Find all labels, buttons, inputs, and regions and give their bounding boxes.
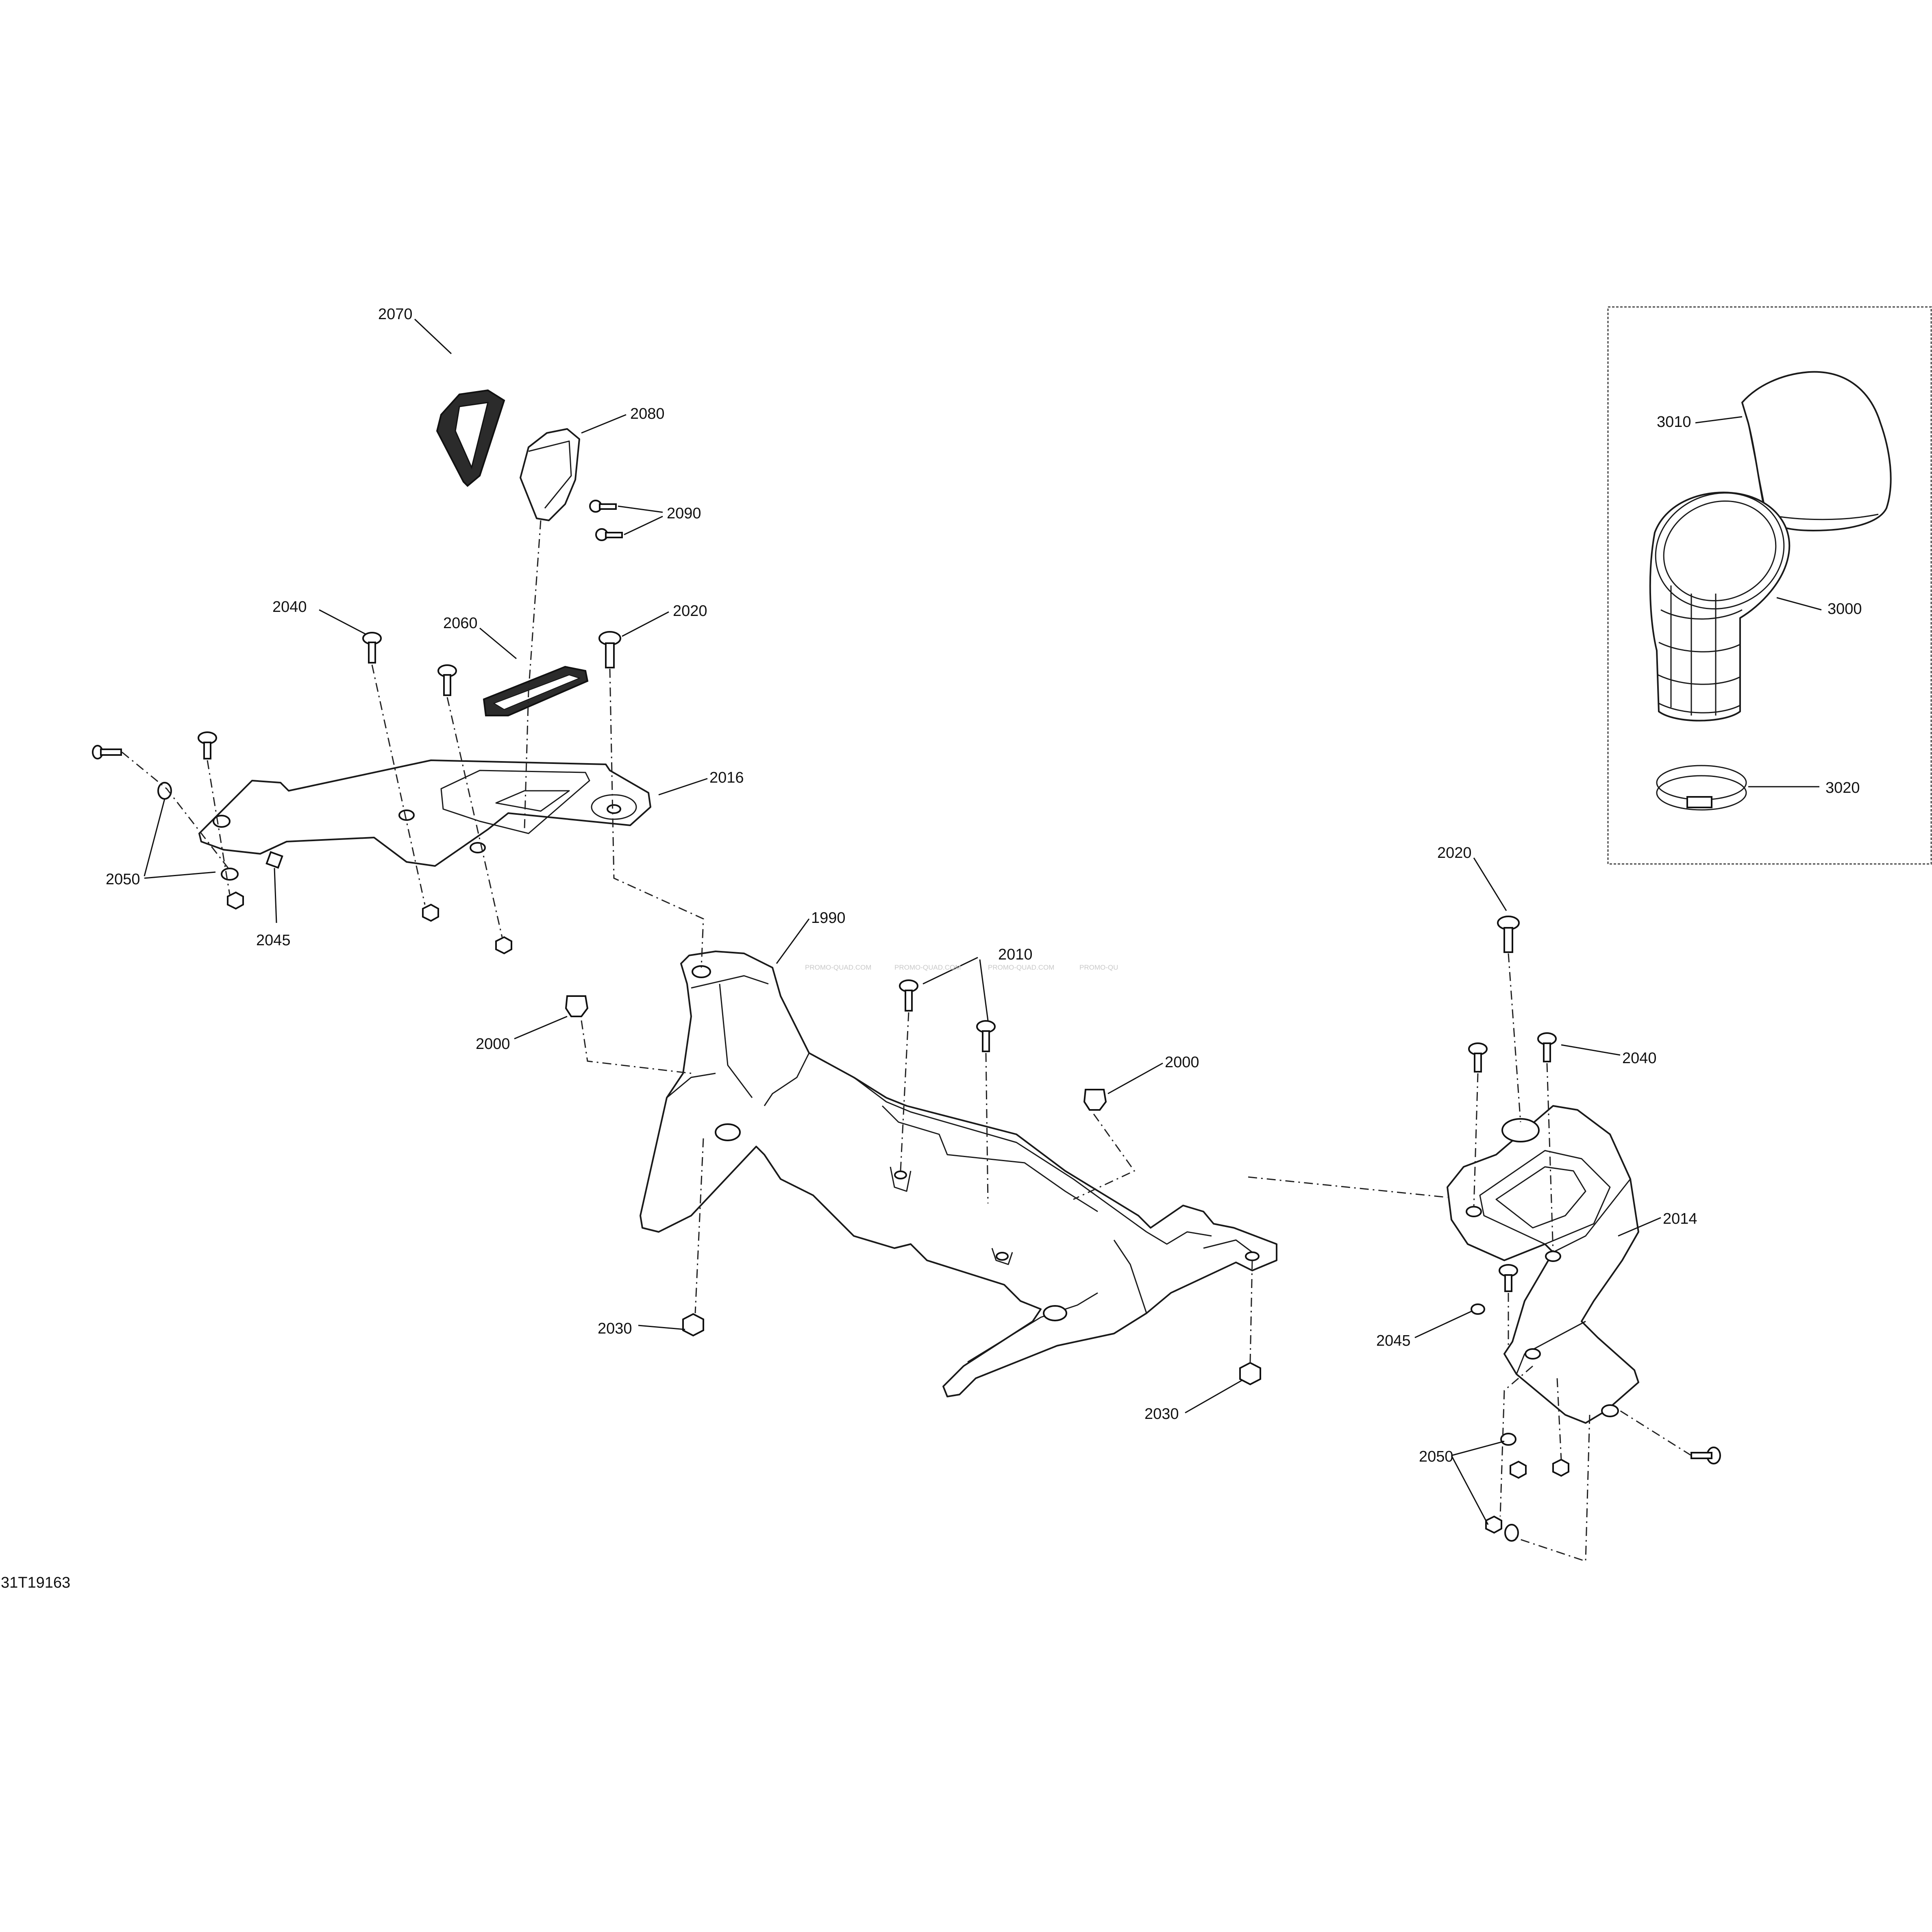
diagram-id: 31T19163 — [1, 1574, 70, 1591]
callout-2000-a: 2000 — [476, 1036, 510, 1053]
washer-2050-b — [221, 868, 239, 881]
watermark-2: PROMO-QUAD.COM — [894, 964, 961, 971]
washer-2045-b — [1471, 1303, 1485, 1315]
callout-2040-b: 2040 — [1622, 1050, 1657, 1067]
callout-2050-a: 2050 — [106, 871, 140, 888]
screw-2020-a — [598, 631, 621, 668]
callout-2040-a: 2040 — [272, 598, 307, 616]
screw-2020-b — [1497, 916, 1520, 953]
inset-box — [1607, 306, 1932, 865]
screw-2090-a — [589, 500, 617, 513]
callout-2060: 2060 — [443, 615, 478, 632]
part-2060 — [483, 666, 589, 716]
screw-left-vertical — [198, 731, 217, 759]
watermark-1: PROMO-QUAD.COM — [805, 964, 871, 971]
rivet-2000-b — [1083, 1089, 1107, 1111]
screw-2040-d — [1537, 1032, 1557, 1062]
screw-2090-b — [595, 528, 623, 541]
callout-2020-a: 2020 — [673, 603, 707, 620]
screw-right-horizontal — [1690, 1447, 1721, 1464]
nut-2050 — [227, 891, 244, 910]
callout-3000: 3000 — [1828, 600, 1862, 618]
callout-2045-b: 2045 — [1376, 1332, 1411, 1349]
watermark-4: PROMO-QU — [1079, 964, 1118, 971]
assembly-lines — [122, 520, 1692, 1562]
callout-2030-b: 2030 — [1144, 1405, 1179, 1423]
part-2014-support — [1447, 1105, 1639, 1424]
washer-2050-a — [157, 782, 172, 800]
callout-2080: 2080 — [630, 405, 665, 422]
callout-2020-b: 2020 — [1437, 844, 1472, 862]
nut-2030-b — [1239, 1362, 1261, 1386]
callout-2050-b: 2050 — [1419, 1448, 1453, 1465]
nut-2050-c — [1510, 1460, 1527, 1479]
screw-2040-c — [1468, 1042, 1488, 1073]
callout-2070: 2070 — [378, 306, 413, 323]
nut-2030-a — [682, 1313, 704, 1337]
nut-upper-b — [495, 936, 512, 955]
callout-2014: 2014 — [1663, 1210, 1697, 1227]
nut-2045-a — [265, 851, 283, 869]
callout-3020: 3020 — [1825, 779, 1860, 796]
callout-3010: 3010 — [1657, 413, 1691, 431]
callout-2045-a: 2045 — [256, 932, 291, 949]
callout-2016: 2016 — [709, 769, 744, 786]
washer-right-b — [1504, 1524, 1519, 1542]
screw-2010-b — [976, 1020, 996, 1052]
watermark-3: PROMO-QUAD.COM — [988, 964, 1054, 971]
nut-right-a — [1552, 1458, 1569, 1477]
part-2070 — [436, 389, 505, 487]
hardware — [92, 500, 1721, 1542]
screw-left-horizontal — [92, 745, 122, 759]
washer-2050-c — [1500, 1433, 1516, 1446]
callout-1990: 1990 — [811, 909, 846, 927]
part-2080 — [520, 428, 580, 521]
nut-upper-a — [422, 903, 439, 922]
screw-2010-a — [899, 979, 918, 1012]
part-3010-cover — [1741, 371, 1892, 531]
screw-2040-a — [362, 632, 382, 664]
callout-2010: 2010 — [998, 946, 1033, 963]
callout-2090: 2090 — [667, 505, 701, 522]
screw-right-vertical — [1499, 1264, 1518, 1292]
screw-2040-b — [437, 664, 457, 696]
part-3020-clamp — [1656, 765, 1747, 811]
part-1990-frame — [640, 951, 1277, 1397]
leader-lines — [144, 318, 1822, 1525]
callout-2030-a: 2030 — [598, 1320, 632, 1337]
part-2016-support — [198, 759, 651, 867]
rivet-2000-a — [565, 995, 589, 1017]
callout-2000-b: 2000 — [1165, 1054, 1199, 1071]
nut-right-b — [1485, 1515, 1502, 1534]
part-3000-duct — [1649, 492, 1791, 722]
